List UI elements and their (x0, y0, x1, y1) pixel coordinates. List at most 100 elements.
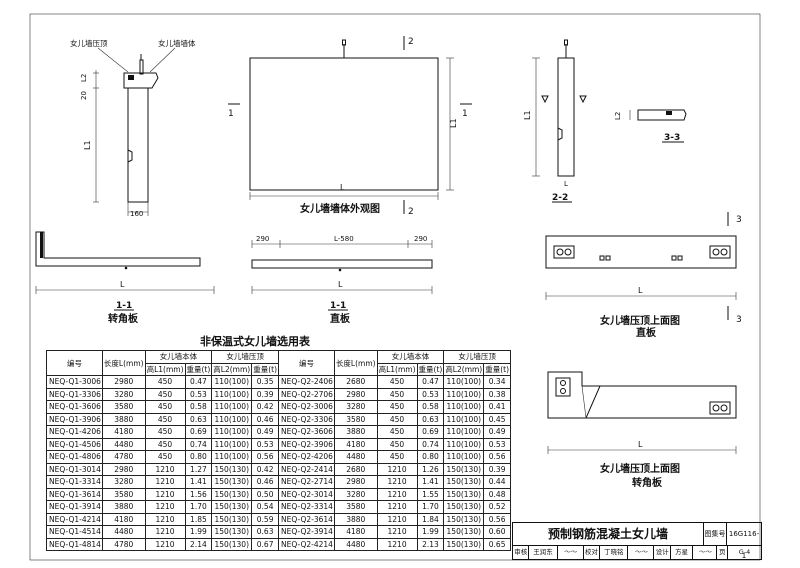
cell-q2-height-l2: 150(130) (443, 475, 485, 489)
cell-q1-cap-weight: 0.35 (251, 375, 280, 389)
th-height-l2-2: 高L2(mm) (443, 362, 485, 376)
corner-caption-num: 1-1 (116, 301, 132, 311)
signature-row: 审核 王润东 ～～ 校对 丁晓铭 ～～ 设计 方星 ～～ 页 G-4 (513, 546, 761, 559)
cell-q2-cap-weight: 0.53 (483, 437, 512, 451)
cell-q1-height-l1: 450 (144, 387, 186, 401)
title-block: 预制钢筋混凝土女儿墙 图集号 16G116-1 审核 王润东 ～～ 校对 丁晓铭… (512, 522, 762, 560)
cell-q1-length: 3880 (101, 500, 146, 514)
cell-q2-weight: 1.70 (416, 500, 445, 514)
cell-q1-code: NEQ-Q1-3006 (46, 375, 103, 389)
cell-q1-code: NEQ-Q1-3614 (46, 487, 103, 501)
reviewer-name: 王润东 (529, 546, 558, 559)
cell-q2-weight: 0.80 (416, 450, 445, 464)
cell-q1-weight: 1.85 (184, 512, 213, 526)
cell-q2-height-l1: 1210 (376, 487, 418, 501)
cell-q2-length: 2680 (333, 462, 378, 476)
cell-q2-code: NEQ-Q2-3914 (278, 525, 335, 539)
cell-q2-weight: 1.26 (416, 462, 445, 476)
designer-signature: ～～ (693, 546, 718, 559)
table-title: 非保温式女儿墙选用表 (200, 335, 310, 348)
dim-l2: L2 (80, 74, 88, 82)
cell-q1-length: 3280 (101, 387, 146, 401)
cell-q1-cap-weight: 0.53 (251, 437, 280, 451)
cap-plan-straight: 3 L 女儿墙压顶上面图 直板 3 (545, 212, 742, 339)
cell-q1-height-l2: 110(100) (211, 412, 253, 426)
th-weight-cap-2: 重量(t) (483, 362, 512, 376)
th-height-l1-2: 高L1(mm) (376, 362, 418, 376)
cell-q2-height-l2: 110(100) (443, 437, 485, 451)
cell-q1-height-l2: 110(100) (211, 450, 253, 464)
section-mark-1-left: 1 (228, 109, 234, 119)
cell-q1-cap-weight: 0.49 (251, 425, 280, 439)
straight-panel-section: 290 L-580 290 L 1-1 直板 (251, 235, 433, 325)
cell-q1-height-l2: 110(100) (211, 425, 253, 439)
th-cap: 女儿墙压顶 (211, 350, 280, 364)
cell-q1-code: NEQ-Q1-4506 (46, 437, 103, 451)
cell-q1-length: 4180 (101, 425, 146, 439)
cell-q1-height-l2: 110(100) (211, 375, 253, 389)
page-number: G-4 (738, 548, 751, 556)
cell-q1-cap-weight: 0.67 (251, 537, 280, 551)
cell-q2-code: NEQ-Q2-4214 (278, 537, 335, 551)
cell-q2-cap-weight: 0.38 (483, 387, 512, 401)
cell-q1-code: NEQ-Q1-3606 (46, 400, 103, 414)
cell-q2-height-l2: 110(100) (443, 450, 485, 464)
cell-q2-code: NEQ-Q2-3906 (278, 437, 335, 451)
cell-q1-height-l2: 150(130) (211, 500, 253, 514)
cell-q2-length: 4480 (333, 450, 378, 464)
cell-q2-height-l1: 450 (376, 387, 418, 401)
cell-q1-length: 4480 (101, 525, 146, 539)
th-weight-2: 重量(t) (416, 362, 445, 376)
cell-q2-length: 2680 (333, 375, 378, 389)
cell-q2-length: 3580 (333, 412, 378, 426)
section-3-3: L2 3-3 (614, 109, 687, 143)
cell-q1-weight: 1.41 (184, 475, 213, 489)
cell-q2-height-l2: 150(130) (443, 537, 485, 551)
cell-q1-code: NEQ-Q1-3014 (46, 462, 103, 476)
cell-q2-cap-weight: 0.41 (483, 400, 512, 414)
cell-q2-weight: 0.58 (416, 400, 445, 414)
cell-q1-height-l2: 150(130) (211, 512, 253, 526)
straight-caption: 直板 (330, 312, 351, 325)
cell-q1-weight: 0.47 (184, 375, 213, 389)
cell-q2-cap-weight: 0.34 (483, 375, 512, 389)
cell-q2-code: NEQ-Q2-2714 (278, 475, 335, 489)
cell-q2-height-l1: 1210 (376, 500, 418, 514)
cell-q1-height-l2: 150(130) (211, 525, 253, 539)
sec33-dim-l2: L2 (614, 112, 622, 120)
cell-q2-cap-weight: 0.65 (483, 537, 512, 551)
cell-q1-height-l1: 450 (144, 400, 186, 414)
cell-q2-code: NEQ-Q2-2414 (278, 462, 335, 476)
cell-q1-height-l2: 110(100) (211, 437, 253, 451)
th-height-l1: 高L1(mm) (144, 362, 186, 376)
straight-dim-290-left: 290 (256, 235, 269, 243)
section-mark-1-right: 1 (462, 109, 468, 119)
elev-caption: 女儿墙墙体外观图 (300, 202, 380, 215)
cap-plan-corner: L 女儿墙压顶上面图 转角板 (547, 371, 737, 489)
cell-q1-length: 3580 (101, 400, 146, 414)
cell-q2-height-l2: 150(130) (443, 487, 485, 501)
cell-q2-code: NEQ-Q2-3614 (278, 512, 335, 526)
sec22-caption: 2-2 (552, 193, 568, 203)
dim-20: 20 (80, 91, 88, 100)
elev-dim-l1: L1 (449, 118, 458, 128)
cell-q1-cap-weight: 0.42 (251, 462, 280, 476)
cell-q1-height-l1: 1210 (144, 487, 186, 501)
cell-q1-height-l2: 110(100) (211, 387, 253, 401)
plan-straight-dim-l: L (638, 286, 643, 295)
cell-q1-weight: 1.70 (184, 500, 213, 514)
parapet-cap-label: 女儿墙压顶 (70, 38, 108, 48)
cell-q1-cap-weight: 0.46 (251, 475, 280, 489)
selection-table: 编号 长度L(mm) 女儿墙本体 女儿墙压顶 编号 长度L(mm) 女儿墙本体 … (46, 350, 512, 551)
cell-q1-code: NEQ-Q1-3314 (46, 475, 103, 489)
cell-q2-weight: 1.84 (416, 512, 445, 526)
corner-panel-section: L 1-1 转角板 (35, 231, 215, 325)
cell-q1-length: 4180 (101, 512, 146, 526)
cell-q2-height-l2: 150(130) (443, 500, 485, 514)
cell-q1-height-l1: 450 (144, 450, 186, 464)
